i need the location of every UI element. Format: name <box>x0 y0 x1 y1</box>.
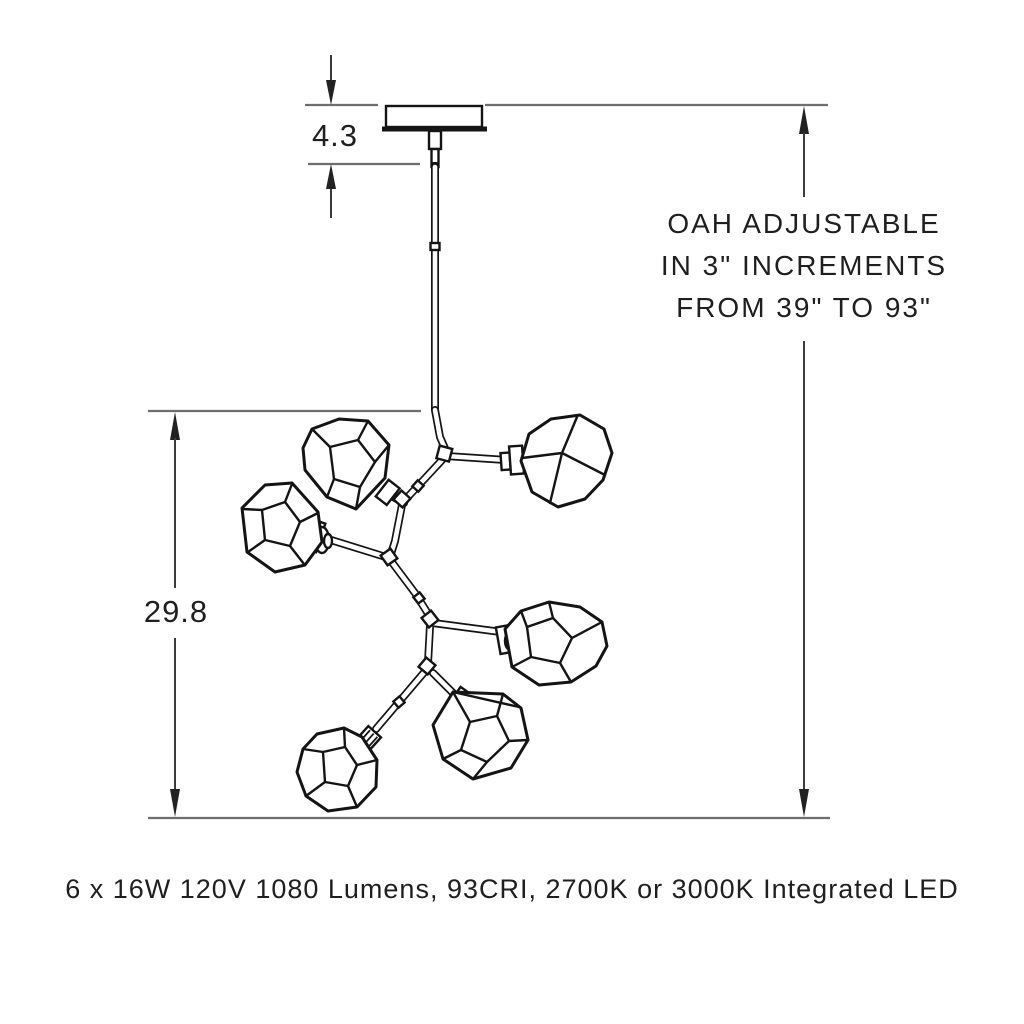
oah-note-line-2: IN 3" INCREMENTS <box>660 250 948 281</box>
gem-shade-bottom-center <box>431 690 530 781</box>
dimension-label-cluster-height: 29.8 <box>143 594 209 629</box>
gem-shade-bottom-left <box>295 726 379 813</box>
arrow-up-icon <box>326 164 336 189</box>
arrow-down-icon <box>326 80 336 105</box>
branch-joints <box>378 444 454 710</box>
oah-note-line-3: FROM 39" TO 93" <box>676 292 932 323</box>
arrow-down-icon <box>799 789 809 817</box>
oah-note-line-1: OAH ADJUSTABLE <box>667 208 941 239</box>
dimension-cluster-height <box>170 412 180 817</box>
dimension-overall-height <box>799 106 809 817</box>
extension-lines <box>148 103 830 820</box>
dimension-label-canopy-drop: 4.3 <box>311 118 359 153</box>
arrow-up-icon <box>799 106 809 134</box>
gem-shade-top-left <box>301 417 391 511</box>
hang-stem <box>429 163 441 414</box>
ceiling-canopy <box>382 104 487 169</box>
gem-shade-top-right <box>519 413 614 509</box>
arrow-up-icon <box>170 412 180 440</box>
oah-adjustment-note: OAH ADJUSTABLE IN 3" INCREMENTS FROM 39"… <box>654 203 954 329</box>
electrical-spec-caption: 6 x 16W 120V 1080 Lumens, 93CRI, 2700K o… <box>65 874 959 904</box>
dimension-canopy-drop <box>326 55 336 218</box>
arrow-down-icon <box>170 789 180 817</box>
gem-shade-middle-right <box>503 600 609 687</box>
gem-shade-left <box>240 481 324 574</box>
